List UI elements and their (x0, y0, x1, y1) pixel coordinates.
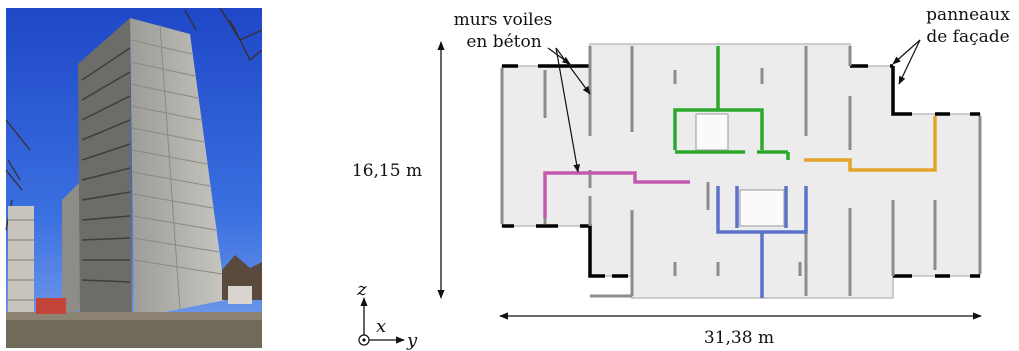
axis-z-label: z (356, 279, 367, 300)
height-label: 16,15 m (352, 161, 422, 181)
orange-wall (804, 116, 937, 172)
walls-label-line1: murs voiles (454, 10, 553, 30)
leader-lines (547, 39, 921, 173)
width-label: 31,38 m (704, 328, 774, 348)
facade-panels (502, 64, 980, 278)
walls-label-line2: en béton (466, 32, 541, 52)
blue-core-shaft (739, 189, 785, 227)
building-photo (5, 7, 262, 348)
axis-x-label: x (376, 316, 386, 337)
panels-label-line2: de façade (926, 27, 1009, 47)
pink-wall (543, 171, 690, 218)
panels-label-line1: panneaux (926, 5, 1010, 25)
axis-y-label: y (406, 330, 418, 351)
green-core-shaft (695, 113, 729, 151)
green-core-walls (673, 46, 790, 160)
blue-core-walls (716, 186, 808, 298)
axis-triad (358, 297, 405, 346)
